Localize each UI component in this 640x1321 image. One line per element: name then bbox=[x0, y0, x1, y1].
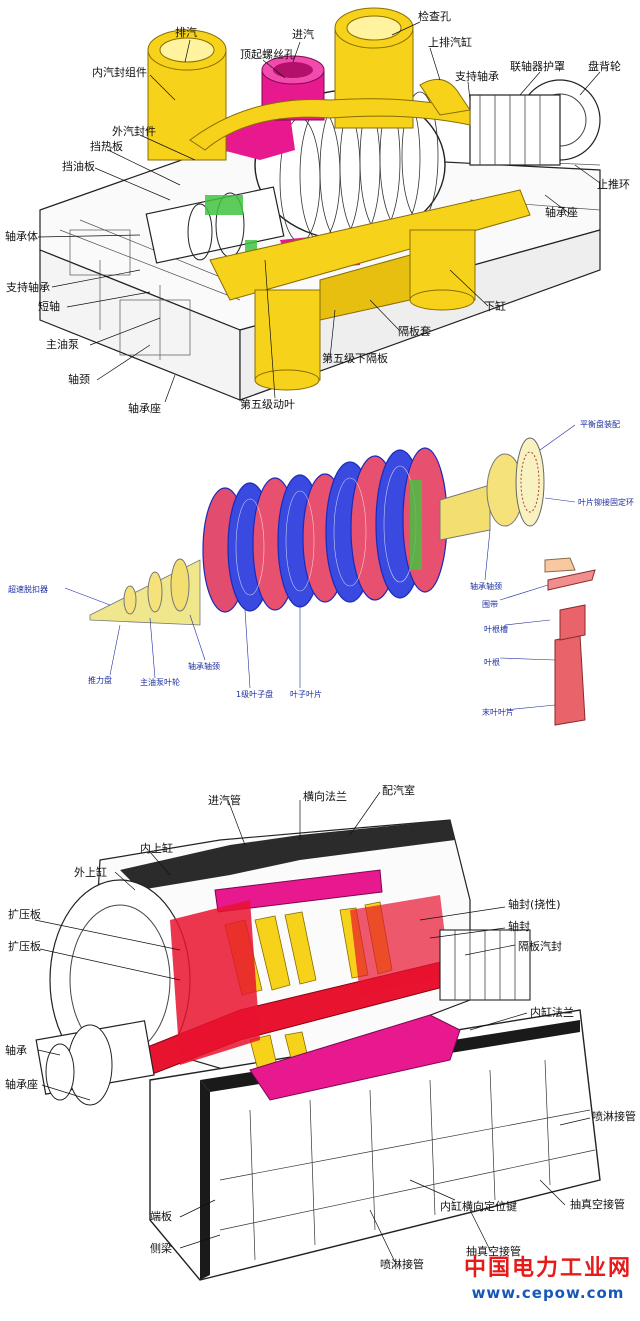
label-outer-gland: 外汽封件 bbox=[112, 125, 156, 138]
label-turning-wheel: 盘背轮 bbox=[588, 60, 621, 73]
label-shaft-seal: 轴封 bbox=[508, 920, 530, 933]
label-blade-root: 叶根 bbox=[484, 658, 500, 667]
label-coupling-guard: 联轴器护罩 bbox=[510, 60, 565, 73]
label-steam-chest: 配汽室 bbox=[382, 784, 415, 797]
label-rotor-blade: 叶子叶片 bbox=[290, 690, 322, 699]
label-inner-gland-assembly: 内汽封组件 bbox=[92, 66, 147, 79]
label-support-bearing-top: 支持轴承 bbox=[455, 70, 499, 83]
label-balance-disk: 平衡盘装配 bbox=[580, 420, 620, 429]
label-fifth-stage-lower-diaphragm: 第五级下隔板 bbox=[322, 352, 388, 365]
label-diffuser-2: 扩压板 bbox=[8, 940, 41, 953]
label-exhaust: 排汽 bbox=[175, 26, 197, 39]
label-steam-pipe: 进汽管 bbox=[208, 794, 241, 807]
label-bearing-journal-right: 轴承轴颈 bbox=[470, 582, 502, 591]
label-fifth-stage-blade: 第五级动叶 bbox=[240, 398, 295, 411]
label-flexible-shaft-seal: 轴封(挠性) bbox=[508, 898, 561, 911]
turbine-2-drawing bbox=[34, 791, 601, 1281]
label-stub-shaft: 短轴 bbox=[38, 300, 60, 313]
label-overspeed-trip: 超速脱扣器 bbox=[8, 585, 48, 594]
label-shroud: 围带 bbox=[482, 600, 498, 609]
label-diaphragm-seal: 隔板汽封 bbox=[518, 940, 562, 953]
label-bearing-pedestal-left: 轴承座 bbox=[128, 402, 161, 415]
label-outer-upper-casing: 外上缸 bbox=[74, 866, 107, 879]
label-bearing-body: 轴承体 bbox=[5, 230, 38, 243]
label-inspection-hole: 检查孔 bbox=[418, 10, 451, 23]
label-inner-casing-locating-key: 内缸横向定位键 bbox=[440, 1200, 517, 1213]
label-heat-shield: 挡热板 bbox=[90, 140, 123, 153]
label-bearing-pedestal: 轴承座 bbox=[5, 1078, 38, 1091]
label-vacuum-pipe-right: 抽真空接管 bbox=[570, 1198, 625, 1211]
label-horizontal-flange: 横向法兰 bbox=[303, 790, 347, 803]
label-end-plate: 端板 bbox=[150, 1210, 172, 1223]
label-lower-casing: 下缸 bbox=[484, 300, 506, 313]
label-thrust-disk: 推力盘 bbox=[88, 676, 112, 685]
label-main-oil-pump-impeller: 主油泵叶轮 bbox=[140, 678, 180, 687]
turbine-1-drawing bbox=[37, 7, 601, 403]
rotor-drawing bbox=[64, 424, 596, 726]
label-bearing-journal-left: 轴承轴颈 bbox=[188, 662, 220, 671]
label-last-stage-blade: 末叶叶片 bbox=[482, 708, 514, 717]
label-thrust-ring: 止推环 bbox=[597, 178, 630, 191]
turbine-cutaway-diagram-2: 进汽管 横向法兰 配汽室 内上缸 外上缸 扩压板 扩压板 轴封(挠性) 轴封 隔… bbox=[0, 780, 640, 1321]
label-main-oil-pump: 主油泵 bbox=[46, 338, 79, 351]
label-steam-inlet: 进汽 bbox=[292, 28, 314, 41]
label-inner-casing-flange: 内缸法兰 bbox=[530, 1006, 574, 1019]
label-upper-exhaust-casing: 上排汽缸 bbox=[428, 36, 472, 49]
turbine-cutaway-diagram-1: 排汽 进汽 检查孔 上排汽缸 顶起螺丝孔 内汽封组件 支持轴承 联轴器护罩 盘背… bbox=[0, 0, 640, 420]
label-oil-baffle: 挡油板 bbox=[62, 160, 95, 173]
label-support-bearing-left: 支持轴承 bbox=[6, 281, 50, 294]
label-journal: 轴颈 bbox=[68, 373, 90, 386]
label-side-beam: 侧梁 bbox=[150, 1242, 172, 1255]
label-bearing-pedestal-right: 轴承座 bbox=[545, 206, 578, 219]
watermark-title: 中国电力工业网 bbox=[463, 1256, 632, 1281]
label-diffuser-1: 扩压板 bbox=[8, 908, 41, 921]
label-spray-pipe-right: 喷淋接管 bbox=[592, 1110, 636, 1123]
label-diaphragm-carrier: 隔板套 bbox=[398, 325, 431, 338]
watermark-url: www.cepow.com bbox=[471, 1284, 625, 1302]
label-root-groove: 叶根槽 bbox=[484, 625, 508, 634]
rotor-diagram: 平衡盘装配 叶片铆接固定环 超速脱扣器 推力盘 主油泵叶轮 轴承轴颈 1级叶子盘… bbox=[0, 420, 640, 740]
label-vacuum-pipe-bottom: 抽真空接管 bbox=[466, 1245, 521, 1258]
label-bearing: 轴承 bbox=[5, 1044, 27, 1057]
watermark: 中国电力工业网 www.cepow.com bbox=[464, 1250, 632, 1302]
label-blade-retaining-ring: 叶片铆接固定环 bbox=[578, 498, 634, 507]
label-spray-pipe-bottom: 喷淋接管 bbox=[380, 1258, 424, 1271]
label-jack-screw-hole: 顶起螺丝孔 bbox=[240, 48, 295, 61]
label-first-stage-disk: 1级叶子盘 bbox=[236, 690, 274, 699]
label-inner-upper-casing: 内上缸 bbox=[140, 842, 173, 855]
